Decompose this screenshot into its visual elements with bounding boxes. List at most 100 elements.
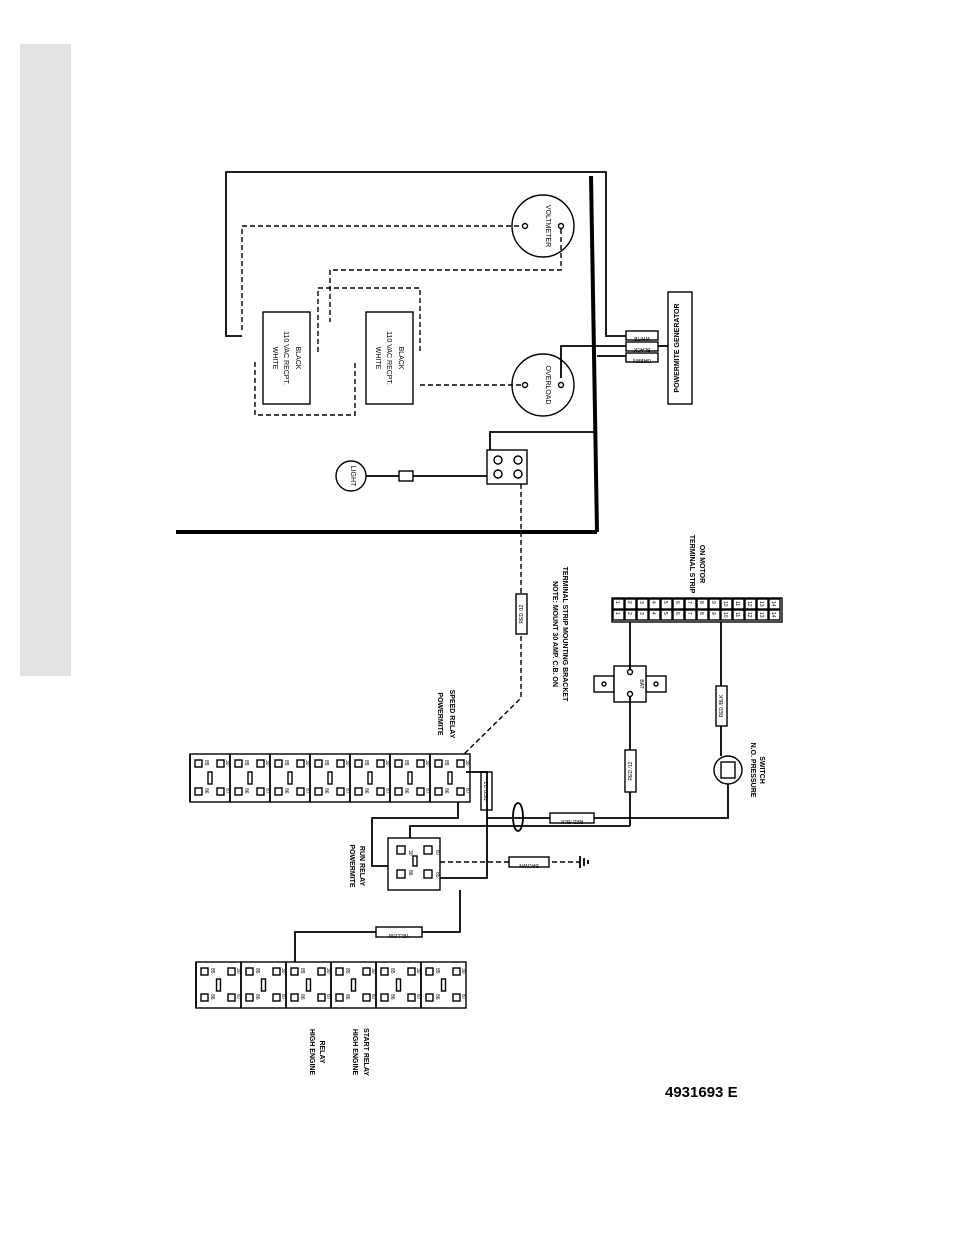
relay-pin [434,787,443,796]
relay-pin [376,787,385,796]
voltmeter-wire-dashed-2 [329,229,562,322]
terminal-number: 3 [638,601,644,604]
recept-2-white: WHITE [374,347,381,370]
relay-pin [335,967,344,976]
relay-coil [327,771,333,785]
terminal-cell-bottom [672,609,685,621]
gen-green-tag [625,352,659,363]
relay-coil [367,771,373,785]
terminal-cell-bottom [708,609,721,621]
relay-pin [362,967,371,976]
relay-pin [314,787,323,796]
gen-white-text: WHITE [633,335,650,341]
relay-pin [434,759,443,768]
relay-terminal-label: 85 [434,968,440,974]
relay-pin [272,993,281,1002]
terminal-cell-bottom [768,609,781,621]
terminal-cell-bottom [720,609,733,621]
red12-tag-1 [515,593,528,635]
relay-terminal-label: 30 [235,968,241,974]
note-line-2: TERMINAL STRIP MOUNTING BRACKET [561,567,568,702]
relay-terminal-label: 86 [283,788,289,794]
red12-wire-2 [438,771,488,879]
terminal-cell-bottom [636,609,649,621]
terminal-cell-top [732,598,745,610]
powermite-generator [667,291,693,405]
relay-pin [216,787,225,796]
relay-terminal-label: 30 [370,968,376,974]
relay-pin [416,759,425,768]
relay-terminal-label: 30 [280,968,286,974]
recept-1-white: WHITE [271,347,278,370]
terminal-number: 10 [722,612,728,618]
relay-coil [447,771,453,785]
relay-pin [317,993,326,1002]
redblk-text-1: RED /BLK [719,694,725,717]
speed-relay-label-2: SPEED RELAY [448,690,455,739]
relay-terminal-label: 30 [424,760,430,766]
relay-coil [440,978,447,992]
terminal-cell-bottom [624,609,637,621]
relay-terminal-label: 85 [403,760,409,766]
relay-terminal-label: 86 [323,788,329,794]
relay-terminal-label: 87 [325,994,331,1000]
terminal-number: 7 [686,601,692,604]
terminal-cell-top [612,598,625,610]
relay-pin [452,967,461,976]
relay-terminal-label: 85 [254,968,260,974]
relay-terminal-label: 87 [384,788,390,794]
terminal-cell-top [660,598,673,610]
relay-terminal-label: 87 [264,788,270,794]
relay-coil [260,978,267,992]
relay-terminal-label: 86 [443,788,449,794]
terminal-number: 11 [734,601,740,606]
recept-bridge-dashed [317,287,421,352]
relay-terminal-label: 86 [403,788,409,794]
terminal-number: 14 [770,612,776,618]
relay-pin [200,967,209,976]
relay-pin [290,967,299,976]
overload-breaker [511,353,575,417]
relay-pin [394,787,403,796]
relay-terminal-label: 85 [344,968,350,974]
recept-1-text: 110 VAC RECPT. [282,331,289,385]
voltmeter-label: VOLTMETER [544,205,551,247]
relay-pin [245,993,254,1002]
terminal-number: 8 [698,601,704,604]
high-engine-label-1: HIGH ENGINE [308,1029,315,1076]
relay-coil [215,978,222,992]
terminal-cell-top [648,598,661,610]
terminal-cell-bottom [660,609,673,621]
relay-pin [336,787,345,796]
relay-pin [194,787,203,796]
relay-terminal-label: 86 [344,994,350,1000]
relay-terminal-label: 30 [304,760,310,766]
terminal-cell-top [744,598,757,610]
relay-terminal-label: 85 [203,760,209,766]
overload-label: OVERLOAD [544,366,551,405]
terminal-cell-bottom [756,609,769,621]
relay-pin [200,993,209,1002]
terminal-number: 3 [638,612,644,615]
red12-main-feed [409,825,630,838]
relay-pin [234,787,243,796]
run-relay-87: 87 [434,850,440,856]
relay-pin [335,993,344,1002]
terminal-number: 5 [662,601,668,604]
terminal-number: 14 [770,601,776,607]
relay-pin [256,759,265,768]
relay-terminal-label: 30 [224,760,230,766]
terminal-number: 6 [674,612,680,615]
relay-pin [416,787,425,796]
relay-coil [350,978,357,992]
terminal-cell-top [696,598,709,610]
terminal-cell-bottom [696,609,709,621]
relay-coil [247,771,253,785]
relay-pin [425,993,434,1002]
terminal-strip-label-1: TERMINAL STRIP [688,535,695,594]
document-number: 4931693 E [665,1084,738,1101]
gen-black-text: BLACK [633,346,650,352]
relay-pin [314,759,323,768]
recept-1-black: BLACK [294,347,301,370]
terminal-cell-top [708,598,721,610]
